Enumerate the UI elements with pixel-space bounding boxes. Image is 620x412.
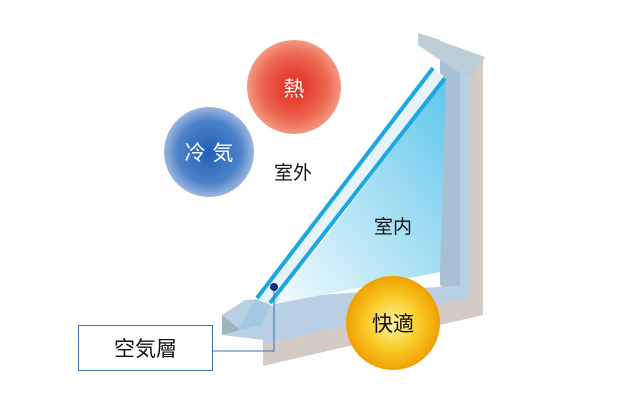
cold-air-circle xyxy=(164,107,254,197)
air-layer-callout: 空気層 xyxy=(78,325,213,371)
frame-bottom-edge xyxy=(222,315,240,335)
outer-pane xyxy=(255,66,435,300)
air-layer xyxy=(258,68,446,306)
heat-circle xyxy=(247,40,341,134)
indoor-label: 室内 xyxy=(374,216,413,238)
comfort-circle xyxy=(346,276,440,370)
callout-line xyxy=(213,289,275,352)
callout-dot xyxy=(270,283,278,291)
cold-air-label: 冷 気 xyxy=(184,141,234,165)
comfort-label: 快適 xyxy=(372,312,414,336)
heat-label: 熱 xyxy=(283,77,305,101)
frame-right-face xyxy=(460,52,470,300)
glass-edge xyxy=(238,300,270,330)
frame-right xyxy=(418,33,460,300)
inner-pane xyxy=(268,76,447,305)
frame-top xyxy=(418,33,485,78)
outdoor-label: 室外 xyxy=(274,162,313,184)
